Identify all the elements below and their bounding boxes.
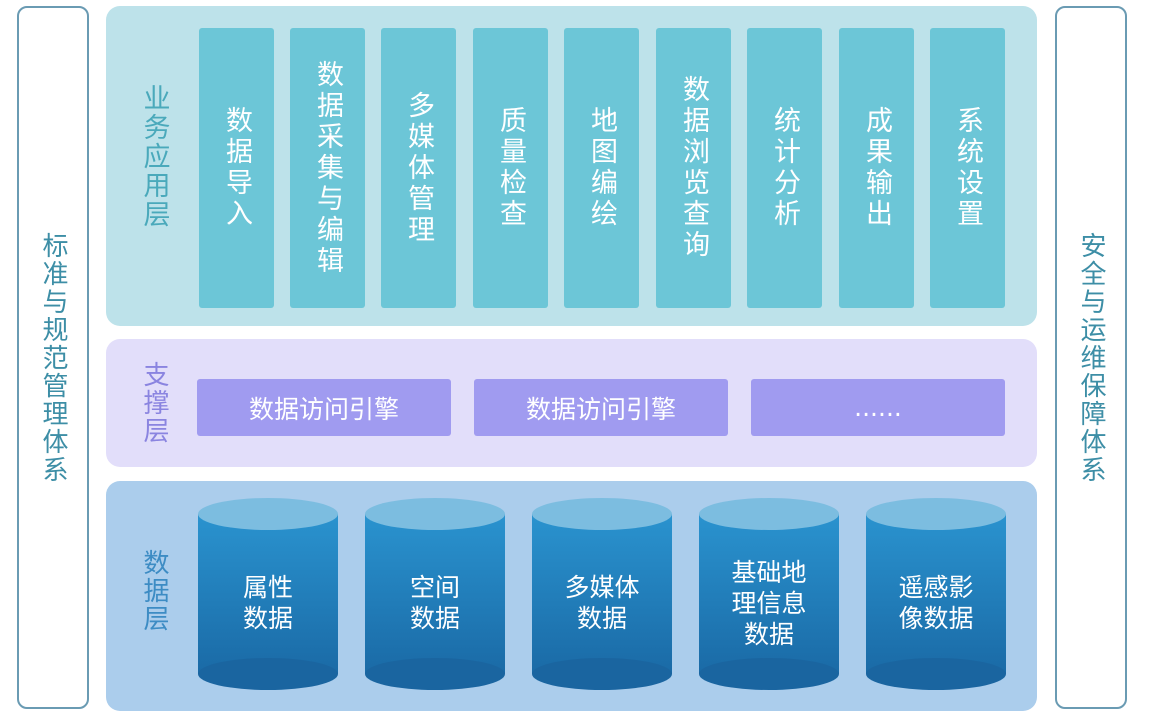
store-remote-sensing-data[interactable]: 遥感影 像数据 [866,498,1006,690]
module-data-browse[interactable]: 数据浏览查询 [656,28,731,308]
module-label: 系统设置 [952,106,983,230]
module-label: 统计分析 [769,106,800,230]
support-item-access-engine-1[interactable]: 数据访问引擎 [197,379,451,436]
store-label: 基础地 理信息 数据 [731,557,807,649]
module-label: 成果输出 [861,106,892,230]
store-multimedia-data[interactable]: 多媒体 数据 [532,498,672,690]
module-label: 多媒体管理 [403,90,434,246]
module-quality-check[interactable]: 质量检查 [473,28,548,308]
standards-panel: 标准与规范管理体系 [17,6,89,709]
module-label: 数据采集与编辑 [312,59,343,277]
module-settings[interactable]: 系统设置 [930,28,1005,308]
module-statistics[interactable]: 统计分析 [747,28,822,308]
data-layer: 数据层 属性 数据 空间 数据 多媒体 数据 基础地 理信息 数据 遥感影 像数… [106,481,1037,711]
module-data-collection[interactable]: 数据采集与编辑 [290,28,365,308]
data-layer-label: 数据层 [139,549,169,633]
module-multimedia[interactable]: 多媒体管理 [381,28,456,308]
application-layer-label: 业务应用层 [138,83,170,229]
support-layer: 支撑层 数据访问引擎 数据访问引擎 ...... [106,339,1037,467]
support-item-more[interactable]: ...... [751,379,1005,436]
store-label: 空间 数据 [409,573,460,633]
application-layer: 业务应用层 数据导入 数据采集与编辑 多媒体管理 质量检查 地图编绘 数据浏览查… [106,6,1037,326]
module-label: 数据导入 [221,106,252,230]
store-label: 多媒体 数据 [564,573,640,633]
store-label: 遥感影 像数据 [898,573,974,633]
store-label: 属性 数据 [242,573,293,633]
module-label: 质量检查 [495,106,526,230]
store-geographic-data[interactable]: 基础地 理信息 数据 [699,498,839,690]
module-label: 地图编绘 [586,106,617,230]
module-data-import[interactable]: 数据导入 [199,28,274,308]
security-label: 安全与运维保障体系 [1076,231,1106,484]
module-output[interactable]: 成果输出 [839,28,914,308]
security-panel: 安全与运维保障体系 [1055,6,1127,709]
support-layer-label: 支撑层 [139,361,169,445]
store-spatial-data[interactable]: 空间 数据 [365,498,505,690]
store-attribute-data[interactable]: 属性 数据 [198,498,338,690]
support-item-access-engine-2[interactable]: 数据访问引擎 [474,379,728,436]
module-map-drawing[interactable]: 地图编绘 [564,28,639,308]
standards-label: 标准与规范管理体系 [38,231,68,484]
module-label: 数据浏览查询 [678,75,709,261]
